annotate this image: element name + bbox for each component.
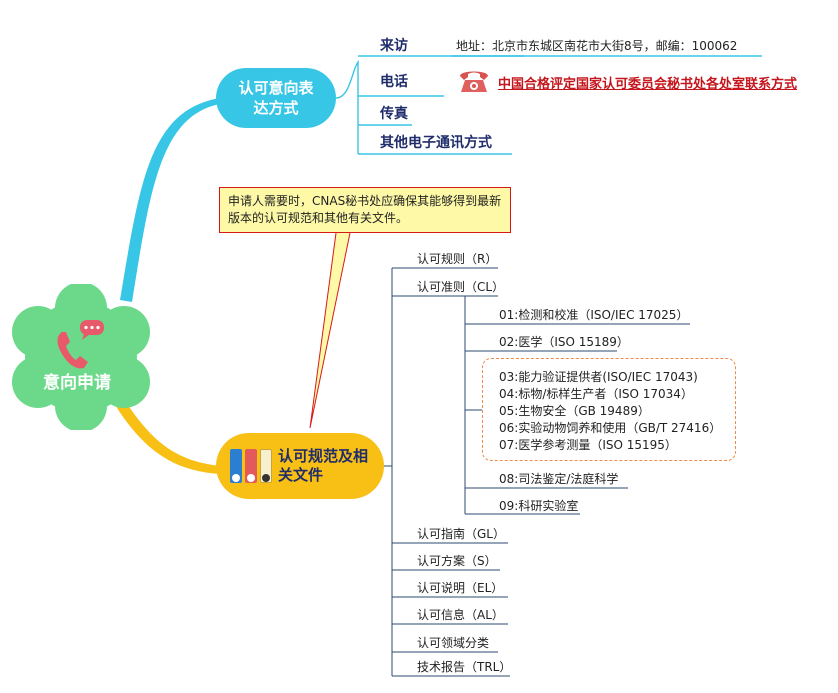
root-flower-shape: [12, 282, 150, 432]
criteria-04[interactable]: 04:标物/标样生产者（ISO 17034）: [499, 387, 693, 401]
doc-item-criteria[interactable]: 认可准则（CL）: [417, 280, 505, 294]
callout-text: 申请人需要时，CNAS秘书处应确保其能够得到最新版本的认可规范和其他有关文件。: [228, 194, 502, 225]
root-node[interactable]: 意向申请: [6, 282, 156, 432]
criteria-group-box: [482, 358, 736, 461]
criteria-06[interactable]: 06:实验动物饲养和使用（GB/T 27416）: [499, 421, 722, 435]
phone-chat-icon: [57, 320, 104, 369]
item-fax[interactable]: 传真: [380, 106, 408, 122]
doc-item-technical-reports[interactable]: 技术报告（TRL）: [417, 660, 512, 674]
criteria-01[interactable]: 01:检测和校准（ISO/IEC 17025）: [499, 308, 689, 322]
documents-label: 认可规范及相关文件: [278, 447, 369, 484]
item-phone[interactable]: 电话: [380, 74, 408, 90]
doc-item-information[interactable]: 认可信息（AL）: [417, 608, 504, 622]
telephone-icon: [460, 71, 488, 92]
criteria-03[interactable]: 03:能力验证提供者(ISO/IEC 17043): [499, 370, 698, 384]
callout-pointer: [309, 232, 351, 429]
criteria-05[interactable]: 05:生物安全（GB 19489）: [499, 404, 650, 418]
contact-directory-link[interactable]: 中国合格评定国家认可委员会秘书处各处室联系方式: [498, 77, 798, 92]
doc-item-guides[interactable]: 认可指南（GL）: [417, 527, 505, 541]
connector-root-expression: [120, 98, 236, 302]
doc-item-schemes[interactable]: 认可方案（S）: [417, 554, 497, 568]
expression-methods-label: 认可意向表达方式: [238, 79, 314, 117]
documents-node[interactable]: 认可规范及相关文件: [216, 433, 384, 499]
criteria-07[interactable]: 07:医学参考测量（ISO 15195）: [499, 438, 677, 452]
callout-note: 申请人需要时，CNAS秘书处应确保其能够得到最新版本的认可规范和其他有关文件。: [219, 187, 511, 233]
criteria-02[interactable]: 02:医学（ISO 15189）: [499, 335, 629, 349]
criteria-08[interactable]: 08:司法鉴定/法庭科学: [499, 472, 619, 486]
expression-methods-node[interactable]: 认可意向表达方式: [216, 68, 336, 128]
criteria-09[interactable]: 09:科研实验室: [499, 499, 579, 513]
doc-item-field-classification[interactable]: 认可领域分类: [417, 636, 490, 650]
doc-item-explanations[interactable]: 认可说明（EL）: [417, 581, 504, 595]
item-visit[interactable]: 来访: [380, 38, 408, 54]
item-other-electronic[interactable]: 其他电子通讯方式: [380, 135, 492, 151]
root-label: 意向申请: [43, 373, 111, 393]
doc-item-rules[interactable]: 认可规则（R）: [417, 252, 498, 266]
visit-address: 地址：北京市东城区南花市大街8号，邮编：100062: [456, 39, 738, 53]
